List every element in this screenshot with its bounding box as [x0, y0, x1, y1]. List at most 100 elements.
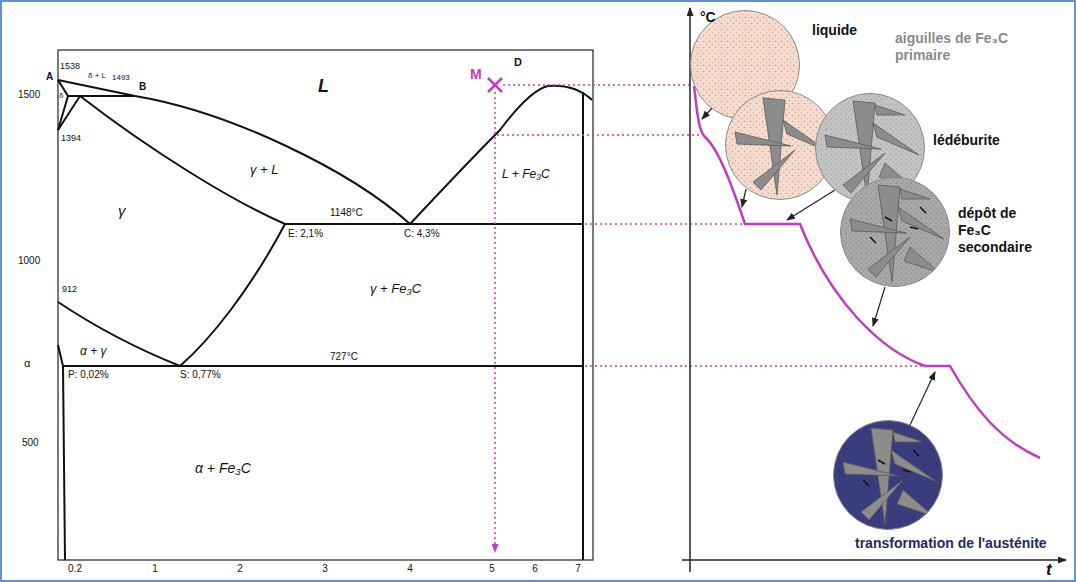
temperature-value: 1493	[112, 73, 130, 83]
point-label: S: 0,77%	[180, 369, 221, 381]
liquidus-line	[58, 80, 135, 96]
phase-field: L	[318, 76, 329, 98]
temperature-axis	[689, 8, 691, 572]
leader-arrow	[742, 189, 746, 207]
cementite-needle	[735, 132, 791, 146]
point-label: P: 0,02%	[68, 369, 109, 381]
axis-value: 1500	[18, 89, 40, 101]
axis-value: 2	[237, 563, 243, 575]
axis-value: 1	[152, 563, 158, 575]
axis-title: t	[1046, 560, 1052, 580]
liquidus-line	[410, 86, 592, 224]
cementite-needle	[843, 462, 899, 476]
alloy-mark	[488, 78, 502, 92]
peritectic-line	[68, 95, 135, 97]
plot-frame	[58, 50, 593, 560]
circle-outline	[833, 420, 943, 530]
cementite-needle	[900, 189, 930, 199]
temperature-value: 1394	[61, 133, 81, 144]
eutectoid-line	[62, 365, 583, 367]
cementite-needle	[825, 135, 881, 149]
microstructure-ground	[834, 421, 943, 530]
secondary-cementite	[878, 460, 885, 464]
secondary-cementite	[910, 227, 918, 229]
cementite-needle	[868, 237, 910, 277]
temperature-guide	[503, 84, 690, 86]
microstructure-label: transformation de l'austénite	[855, 535, 1047, 552]
alloy-letter: M	[470, 66, 482, 83]
temperature-value: 1148°C	[330, 207, 363, 219]
point-letter: D	[514, 56, 522, 69]
microstructure-circle: dépôt de Fe₃C secondaire	[840, 177, 950, 287]
temperature-guide	[585, 365, 924, 367]
cementite-needle	[898, 207, 944, 239]
axis-value: 6	[532, 563, 538, 575]
liquidus-line	[135, 96, 410, 224]
time-axis	[682, 559, 1066, 561]
cementite-needle	[893, 432, 923, 442]
axis-value: 0.2	[68, 563, 82, 575]
axis-value: 1000	[18, 255, 40, 267]
cementite-needle	[850, 219, 906, 233]
eutectic-line	[285, 223, 583, 225]
cementite-needle	[873, 123, 919, 155]
delta-boundary	[58, 96, 68, 130]
phase-field: γ + L	[250, 162, 279, 178]
ferrite-solvus	[58, 345, 65, 560]
point-label: E: 2,1%	[288, 228, 323, 240]
microstructure-circle: transformation de l'austénite	[833, 420, 943, 530]
circle-border	[834, 421, 943, 530]
microstructure-label: aiguilles de Fe₃C primaire	[895, 30, 1010, 64]
cementite-needle	[891, 450, 937, 482]
leader-arrow	[910, 372, 935, 425]
secondary-cementite	[920, 207, 926, 213]
phase-field: α + Fe₃C	[195, 460, 251, 477]
cooling-curve	[694, 86, 1040, 458]
point-letter: B	[139, 81, 146, 93]
microstructure-label: dépôt de Fe₃C secondaire	[958, 205, 1046, 255]
microstructure-label: lédéburite	[933, 132, 1000, 149]
secondary-cementite	[903, 470, 911, 472]
secondary-cementite	[913, 450, 919, 456]
circle-border	[841, 178, 950, 287]
leader-arrow	[873, 287, 885, 326]
temperature-guide	[585, 223, 745, 225]
point-label: C: 4,3%	[404, 228, 440, 240]
phase-field: δ	[59, 91, 63, 101]
secondary-cementite	[885, 217, 892, 221]
microstructure-label: liquide	[812, 22, 857, 39]
axis-value: α	[24, 357, 30, 370]
temperature-value: 727°C	[330, 351, 358, 363]
phase-field: γ + Fe₃C	[370, 281, 421, 297]
temperature-value: 912	[62, 284, 77, 295]
cementite-needle	[861, 480, 903, 520]
acm-line	[180, 224, 285, 366]
temperature-value: 1538	[60, 61, 80, 72]
axis-value: 3	[322, 563, 328, 575]
axis-value: 500	[22, 437, 39, 449]
gamma-boundary	[58, 96, 80, 130]
cementite-needle	[753, 150, 795, 190]
a3-line	[58, 302, 180, 366]
secondary-cementite	[870, 237, 876, 243]
composition-guide	[494, 92, 496, 552]
microstructure-ground	[841, 178, 950, 287]
axis-title: °C	[700, 9, 716, 26]
axis-value: 4	[407, 563, 413, 575]
cementite-line	[582, 92, 584, 560]
circle-outline	[840, 177, 950, 287]
point-letter: A	[46, 71, 53, 83]
phase-field: γ	[118, 202, 126, 220]
phase-field: δ + L	[88, 71, 106, 81]
axis-value: 7	[575, 563, 581, 575]
secondary-cementite	[863, 480, 869, 486]
temperature-guide	[497, 134, 702, 136]
phase-field: α + γ	[80, 344, 107, 358]
solidus-line	[80, 96, 285, 224]
cementite-needle	[875, 105, 905, 115]
axis-value: 5	[489, 563, 495, 575]
leader-arrow	[702, 108, 712, 119]
phase-field: L + Fe₃C	[502, 167, 550, 181]
